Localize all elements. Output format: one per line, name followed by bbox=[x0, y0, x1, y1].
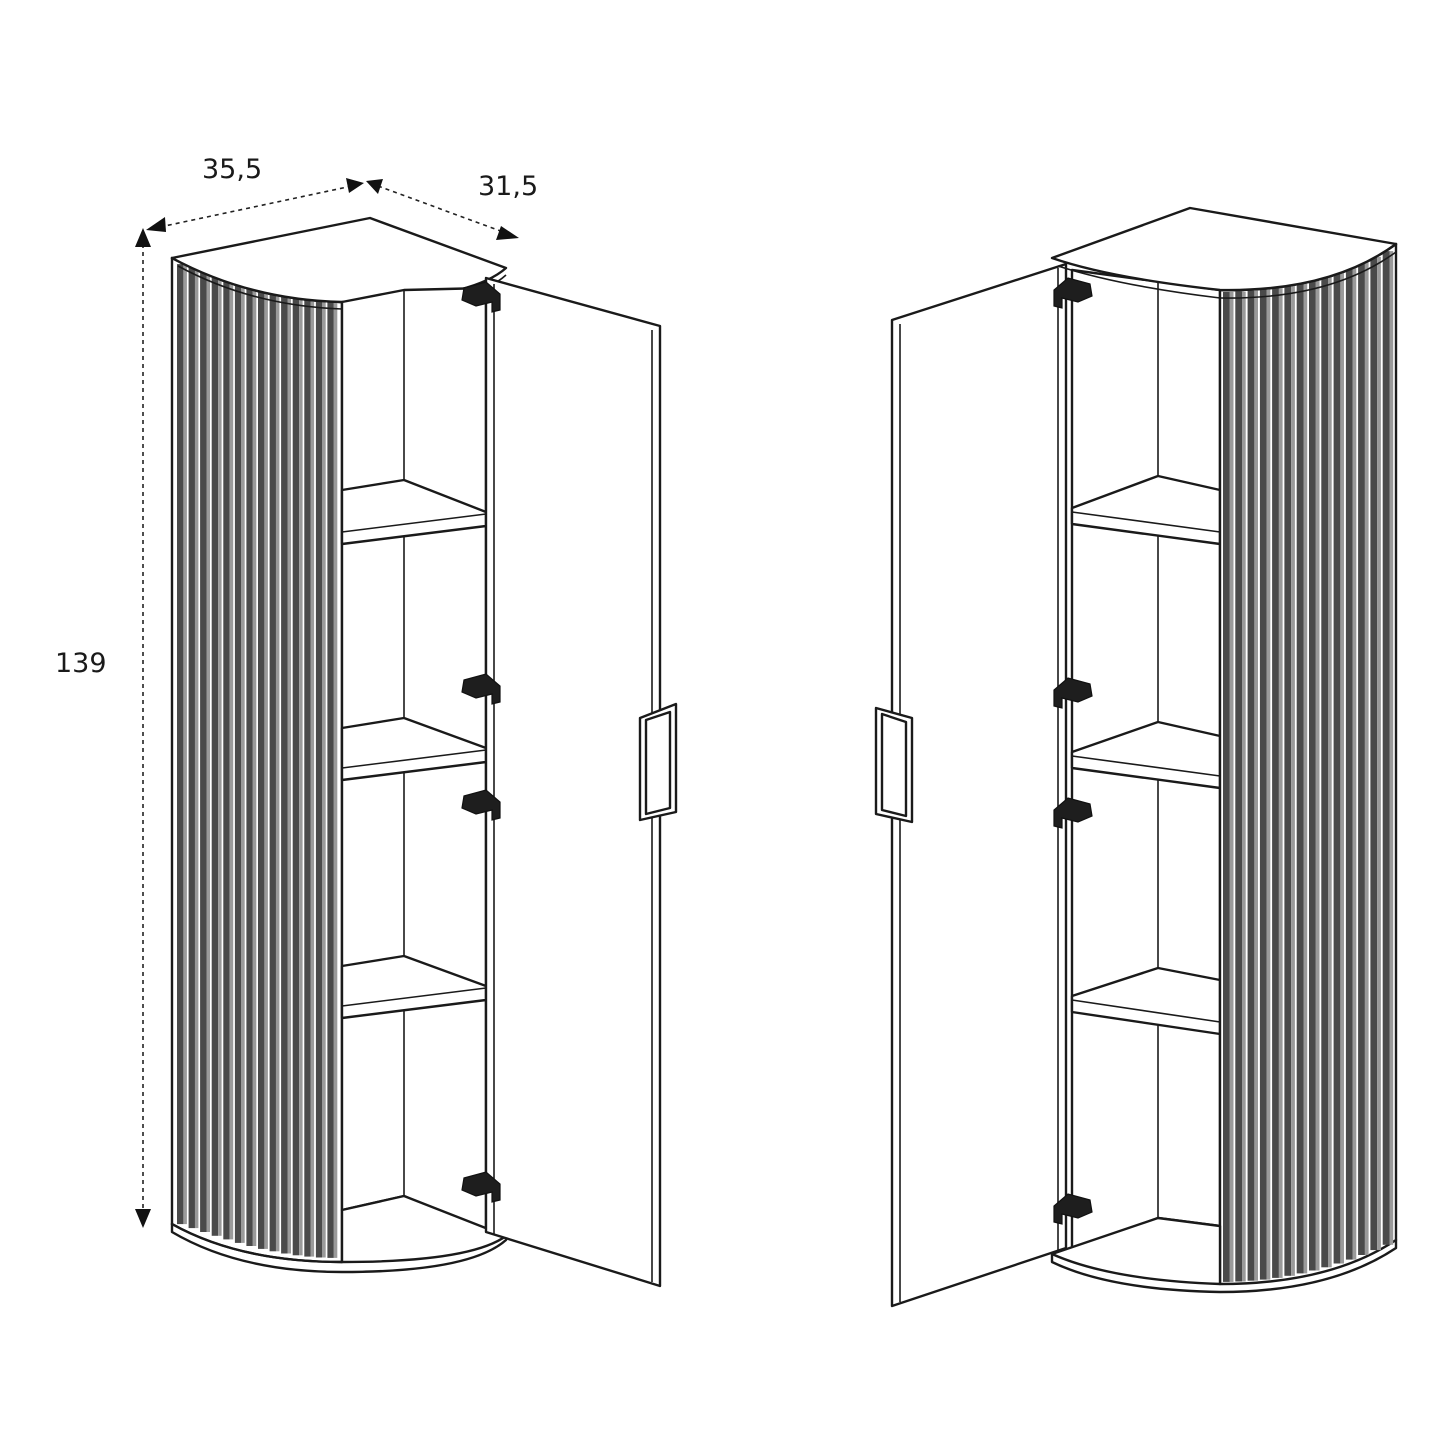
depth-dimension: 31,5 bbox=[366, 171, 538, 240]
flute-groove bbox=[177, 264, 184, 1225]
hinges-right-view bbox=[1053, 277, 1093, 1225]
door-right-view bbox=[890, 262, 1068, 1308]
flute-groove bbox=[1309, 279, 1316, 1271]
hinge-icon bbox=[1053, 677, 1093, 709]
height-label: 139 bbox=[55, 648, 107, 679]
flute-groove bbox=[327, 301, 334, 1258]
flute-ridge bbox=[1352, 267, 1357, 1260]
height-dimension: 139 bbox=[55, 228, 151, 1228]
flute-groove bbox=[1333, 271, 1341, 1264]
flute-ridge bbox=[1389, 251, 1394, 1245]
flute-groove bbox=[234, 270, 242, 1243]
flute-ridge bbox=[1340, 271, 1344, 1264]
flute-groove bbox=[304, 291, 311, 1257]
dimension-annotations: 35,5 31,5 139 bbox=[55, 154, 538, 1228]
flute-groove bbox=[1345, 267, 1353, 1260]
flute-ridge bbox=[194, 264, 199, 1229]
flute-ridge bbox=[275, 278, 280, 1252]
flute-groove bbox=[1259, 289, 1267, 1280]
top-panel-right bbox=[1050, 206, 1398, 292]
flute-ridge bbox=[1315, 279, 1320, 1271]
flute-ridge bbox=[1229, 291, 1234, 1282]
fluted-side-panel-right bbox=[1218, 242, 1398, 1286]
flute-groove bbox=[292, 286, 300, 1256]
flute-groove bbox=[1247, 290, 1255, 1281]
flute-ridge bbox=[183, 264, 187, 1225]
flute-ridge bbox=[310, 291, 315, 1257]
flutes-left bbox=[177, 264, 338, 1258]
hinge-icon bbox=[461, 789, 501, 821]
hinge-icon bbox=[1053, 277, 1093, 309]
flute-ridge bbox=[218, 266, 222, 1236]
hinge-icon bbox=[461, 281, 501, 313]
flute-ridge bbox=[229, 268, 234, 1240]
flute-groove bbox=[223, 268, 230, 1240]
flute-ridge bbox=[322, 295, 326, 1258]
flute-groove bbox=[1321, 275, 1329, 1268]
flute-groove bbox=[200, 265, 207, 1232]
hinge-icon bbox=[461, 1171, 501, 1203]
flute-ridge bbox=[1303, 282, 1308, 1274]
flute-groove bbox=[246, 272, 253, 1247]
flute-ridge bbox=[1364, 262, 1369, 1255]
hinge-icon bbox=[461, 673, 501, 705]
flute-groove bbox=[1370, 256, 1378, 1251]
flute-groove bbox=[1235, 291, 1243, 1282]
flute-ridge bbox=[299, 286, 303, 1256]
flute-ridge bbox=[1278, 287, 1283, 1278]
flute-groove bbox=[1223, 291, 1230, 1282]
width-dimension: 35,5 bbox=[146, 154, 364, 232]
cabinet-right-view bbox=[874, 206, 1398, 1308]
flute-ridge bbox=[241, 270, 245, 1243]
flute-ridge bbox=[1377, 256, 1381, 1251]
flute-ridge bbox=[287, 282, 291, 1254]
hinges-left-view bbox=[461, 281, 501, 1203]
cabinet-left-view bbox=[170, 216, 678, 1288]
flutes-right bbox=[1223, 251, 1394, 1282]
door-left-view bbox=[484, 276, 662, 1288]
flute-ridge bbox=[1291, 285, 1295, 1276]
door-handle-left-view bbox=[638, 702, 678, 822]
flute-ridge bbox=[1328, 275, 1332, 1268]
flute-ridge bbox=[1266, 289, 1271, 1280]
flute-groove bbox=[1382, 251, 1390, 1245]
flute-groove bbox=[258, 275, 265, 1249]
bottom-panel-right bbox=[1050, 1216, 1222, 1286]
flute-groove bbox=[188, 264, 195, 1229]
flute-groove bbox=[1272, 287, 1279, 1278]
flute-ridge bbox=[206, 265, 210, 1232]
flute-ridge bbox=[264, 275, 268, 1249]
depth-label: 31,5 bbox=[478, 171, 538, 202]
flute-groove bbox=[1284, 285, 1292, 1276]
flute-ridge bbox=[252, 272, 257, 1247]
flute-ridge bbox=[1242, 291, 1246, 1282]
hinge-icon bbox=[1053, 797, 1093, 829]
door-handle-right-view bbox=[874, 706, 914, 824]
shelves-right bbox=[1070, 474, 1222, 1036]
width-label: 35,5 bbox=[202, 154, 262, 185]
flute-ridge bbox=[333, 301, 338, 1258]
flute-groove bbox=[1296, 282, 1304, 1274]
flute-groove bbox=[315, 295, 323, 1258]
flute-groove bbox=[281, 282, 288, 1254]
flute-ridge bbox=[1254, 290, 1258, 1281]
flute-groove bbox=[1358, 262, 1365, 1255]
flute-groove bbox=[211, 266, 219, 1236]
hinge-icon bbox=[1053, 1193, 1093, 1225]
flute-groove bbox=[269, 278, 276, 1252]
